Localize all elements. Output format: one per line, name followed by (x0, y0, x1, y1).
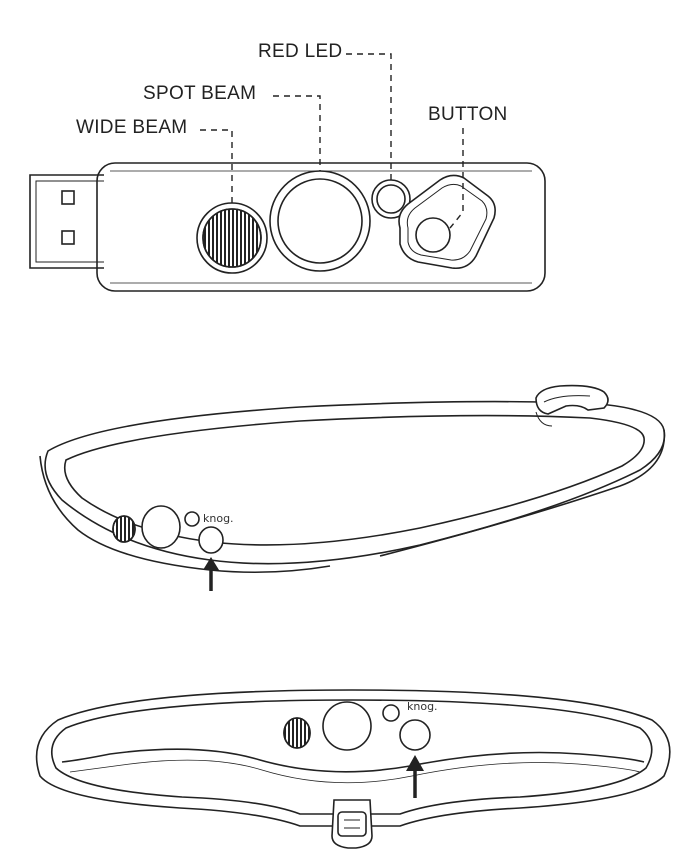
usb-contact-bottom (61, 230, 75, 245)
front-strap-inner (50, 699, 653, 815)
arrow-head (203, 557, 219, 570)
label-button: BUTTON (428, 104, 508, 125)
leader-button (449, 128, 464, 229)
red-led-small (184, 511, 200, 527)
spot-beam-lens (269, 170, 371, 272)
front-red-led (382, 704, 400, 722)
leader-red-led (346, 53, 392, 180)
usb-module (29, 53, 546, 292)
label-red-led: RED LED (258, 41, 343, 62)
front-brand-logo: knog. (407, 700, 438, 713)
front-button (399, 719, 431, 751)
button-small (198, 526, 224, 554)
button-circle (415, 217, 451, 253)
strap-outer (44, 400, 666, 565)
leader-spot-beam (273, 95, 321, 171)
module-body (96, 162, 546, 292)
headlamp-front (35, 689, 671, 849)
leader-wide-beam (200, 129, 233, 203)
front-arrow-head (406, 755, 424, 771)
brand-logo: knog. (203, 512, 234, 525)
strap-buckle (535, 384, 609, 415)
usb-contact-top (61, 190, 75, 205)
front-spot-beam-lens (322, 701, 372, 751)
label-spot-beam: SPOT BEAM (143, 83, 257, 104)
usb-connector (29, 174, 104, 269)
button-housing (398, 174, 496, 270)
label-wide-beam: WIDE BEAM (76, 117, 188, 138)
spot-beam-lens-small (141, 505, 181, 549)
headlamp-perspective (39, 384, 666, 591)
